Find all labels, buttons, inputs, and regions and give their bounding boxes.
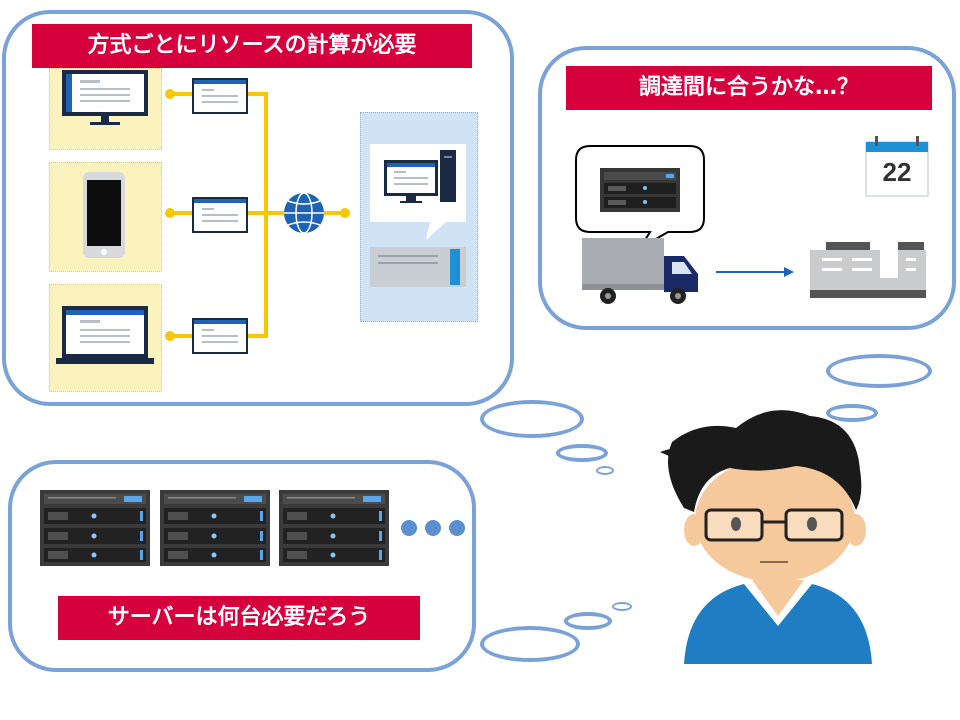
resources-title: 方式ごとにリソースの計算が必要 bbox=[32, 24, 472, 68]
thought-cloud bbox=[480, 626, 580, 662]
screen-icon bbox=[192, 318, 248, 354]
thought-cloud bbox=[826, 354, 932, 388]
ellipsis-dots-icon bbox=[401, 520, 465, 536]
monitor-icon bbox=[62, 70, 148, 125]
truck-icon bbox=[582, 238, 698, 304]
factory-icon bbox=[810, 242, 926, 298]
procurement-title: 調達間に合うかな…？ bbox=[566, 66, 932, 110]
smartphone-icon bbox=[83, 172, 125, 258]
thought-cloud bbox=[596, 466, 614, 475]
server-icon bbox=[600, 168, 680, 212]
desktop-pc-icon bbox=[384, 150, 456, 203]
screen-icon bbox=[192, 78, 248, 114]
globe-icon bbox=[284, 192, 324, 234]
calendar-icon bbox=[865, 136, 929, 197]
thought-cloud bbox=[826, 404, 878, 422]
thought-cloud bbox=[480, 400, 584, 438]
thought-cloud bbox=[564, 612, 612, 630]
thought-cloud bbox=[612, 602, 632, 611]
screen-icon bbox=[192, 197, 248, 233]
servers-title: サーバーは何台必要だろう bbox=[58, 596, 420, 640]
rack-server-icon bbox=[370, 247, 466, 287]
calendar-day: 22 bbox=[883, 157, 912, 187]
laptop-icon bbox=[56, 306, 154, 364]
thought-cloud bbox=[556, 444, 608, 462]
arrow-right-icon bbox=[716, 267, 794, 277]
